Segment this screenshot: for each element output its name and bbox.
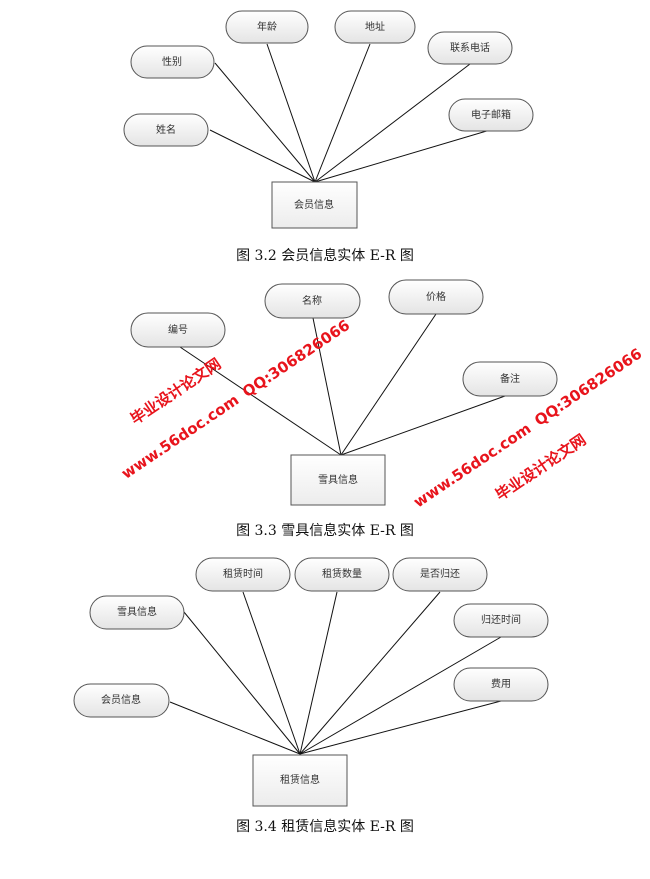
attribute-email: 电子邮箱 [448, 98, 534, 132]
attribute-rent-quantity: 租赁数量 [294, 557, 390, 592]
svg-text:会员信息: 会员信息 [101, 693, 141, 706]
attribute-remark: 备注 [462, 361, 558, 397]
figure-3-2: 年龄 地址 性别 联系电话 姓名 电子邮箱 会员信息 图 3.2 会员信息实体 … [123, 10, 534, 264]
svg-text:租赁时间: 租赁时间 [223, 567, 263, 580]
attribute-ski-gear-info: 雪具信息 [89, 595, 185, 630]
svg-text:地址: 地址 [365, 20, 385, 33]
svg-text:费用: 费用 [491, 677, 511, 690]
svg-text:雪具信息: 雪具信息 [318, 473, 358, 486]
attribute-gender: 性别 [130, 45, 215, 79]
figure-caption: 图 3.3 雪具信息实体 E-R 图 [236, 522, 414, 539]
attribute-returned: 是否归还 [392, 557, 488, 592]
figure-caption: 图 3.2 会员信息实体 E-R 图 [236, 247, 414, 264]
svg-text:价格: 价格 [426, 290, 446, 303]
entity-member-info: 会员信息 [271, 181, 358, 229]
svg-text:www.56doc.com: www.56doc.com [118, 391, 242, 483]
svg-text:性别: 性别 [162, 55, 182, 68]
attribute-id: 编号 [130, 312, 226, 348]
attribute-member-info: 会员信息 [73, 683, 170, 718]
attribute-rent-time: 租赁时间 [195, 557, 291, 592]
attribute-name: 姓名 [123, 113, 209, 147]
entity-ski-gear-info: 雪具信息 [290, 454, 386, 506]
svg-text:年龄: 年龄 [257, 20, 277, 33]
svg-text:会员信息: 会员信息 [294, 198, 334, 211]
figure-3-4: 租赁时间 租赁数量 是否归还 雪具信息 归还时间 会员信息 费用 租赁信息 图 … [73, 557, 549, 835]
attribute-age: 年龄 [225, 10, 309, 44]
svg-text:租赁信息: 租赁信息 [280, 773, 320, 786]
svg-text:名称: 名称 [302, 294, 322, 307]
svg-text:QQ:306826066: QQ:306826066 [239, 316, 353, 401]
attribute-fee: 费用 [453, 667, 549, 702]
svg-text:www.56doc.com: www.56doc.com [410, 419, 534, 511]
figure-3-3: 编号 名称 价格 备注 雪具信息 图 3.3 雪具信息实体 E-R 图 [130, 279, 558, 539]
svg-text:姓名: 姓名 [156, 123, 176, 136]
svg-text:联系电话: 联系电话 [450, 41, 490, 54]
attribute-price: 价格 [388, 279, 484, 315]
svg-text:归还时间: 归还时间 [481, 613, 521, 626]
entity-rental-info: 租赁信息 [252, 754, 348, 807]
attribute-return-time: 归还时间 [453, 603, 549, 638]
svg-text:编号: 编号 [168, 323, 188, 336]
figure-caption: 图 3.4 租赁信息实体 E-R 图 [236, 818, 414, 835]
svg-text:租赁数量: 租赁数量 [322, 567, 362, 580]
svg-text:雪具信息: 雪具信息 [117, 605, 157, 618]
svg-text:是否归还: 是否归还 [420, 567, 460, 580]
svg-text:电子邮箱: 电子邮箱 [471, 108, 511, 121]
svg-text:备注: 备注 [500, 372, 520, 385]
attribute-phone: 联系电话 [427, 31, 513, 65]
attribute-address: 地址 [334, 10, 416, 44]
attribute-title: 名称 [264, 283, 361, 319]
